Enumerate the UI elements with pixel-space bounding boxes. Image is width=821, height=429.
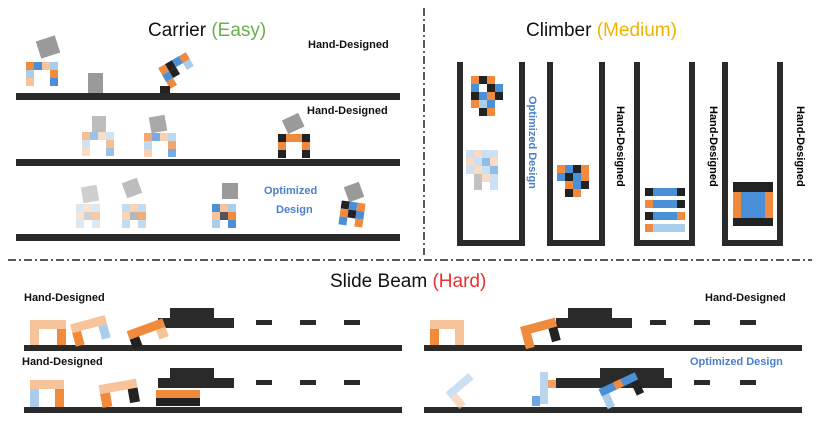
climber-difficulty: (Medium) [596,20,677,41]
slide-robots-left-bottom [30,378,200,408]
climber-robot-2 [557,165,589,197]
carrier-row2-label: Hand-Designed [307,105,388,117]
slide-ground-right-top [424,345,802,351]
carrier-row3-label-line2: Design [276,204,313,216]
slide-robots-left-top [30,315,169,350]
climber-robot-3 [645,188,685,232]
carrier-title-text: Carrier [148,20,207,41]
climber-title-text: Climber [526,20,592,41]
climber-robot-1b [466,150,498,190]
slide-top-left-label: Hand-Designed [24,292,105,304]
slide-top-right-label: Hand-Designed [705,292,786,304]
slide-beam-title: Slide Beam (Hard) [330,271,486,293]
carrier-ground-2 [16,159,400,166]
climber-robot-1a [471,76,503,116]
climber-robot-4 [733,182,773,226]
carrier-row1-robots [26,35,194,93]
climber-title: Climber (Medium) [526,20,677,42]
carrier-title: Carrier (Easy) [148,20,266,42]
climber-shafts [457,62,783,246]
slide-ground-right-bottom [424,407,802,413]
slide-robots-right-top [430,317,561,350]
carrier-difficulty: (Easy) [211,20,267,41]
carrier-row3-label-line1: Optimized [264,185,318,197]
slide-robots-right-bottom [445,372,645,410]
carrier-ground-1 [16,93,400,100]
slide-beam-difficulty: (Hard) [432,271,487,292]
slide-bottom-left-label: Hand-Designed [22,356,103,368]
slide-beams-left [158,308,360,388]
carrier-row1-label: Hand-Designed [308,39,389,51]
slide-bottom-right-label: Optimized Design [690,356,783,368]
carrier-row3-robots [76,177,366,228]
slide-ground-left-top [24,345,402,351]
carrier-ground-3 [16,234,400,241]
carrier-row2-robots [82,112,310,158]
slide-beam-title-text: Slide Beam [330,271,428,292]
slide-ground-left-bottom [24,407,402,413]
